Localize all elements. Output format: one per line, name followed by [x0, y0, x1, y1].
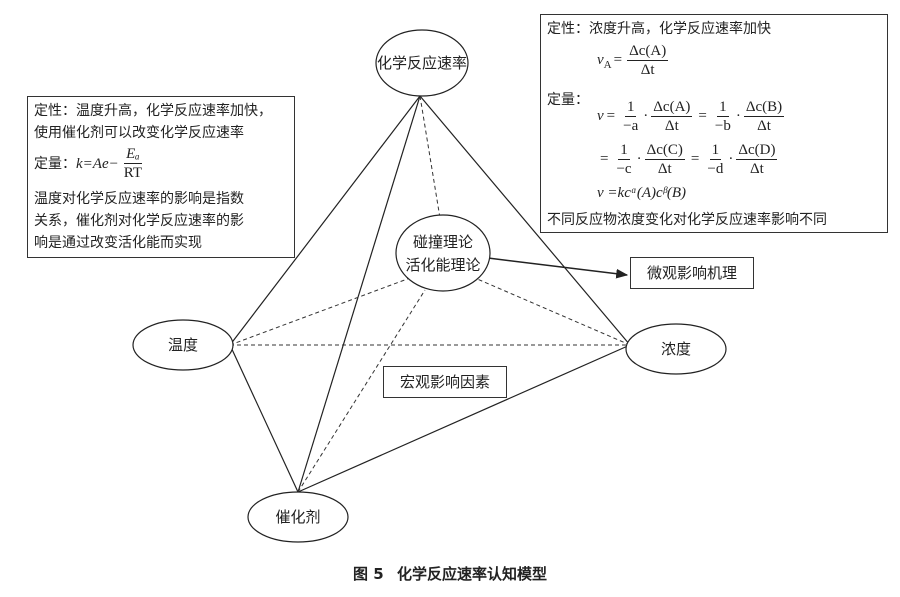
edge-left-bottom [229, 344, 299, 493]
temperature-info-box: 定性：温度升高，化学反应速率加快， 使用催化剂可以改变化学反应速率 定量： k=… [27, 96, 295, 258]
conc-coef-b: 1 −b [713, 98, 733, 135]
node-theory-line1: 碰撞理论 [413, 233, 473, 251]
arrhenius-formula: k=Ae− [76, 155, 119, 172]
edge-top-bottom [297, 95, 421, 493]
conc-vA-den: Δt [640, 62, 655, 78]
conc-coef-c: 1 −c [614, 141, 633, 178]
conc-frac-C-den: Δt [657, 161, 672, 177]
conc-eq-1: = [606, 108, 616, 124]
temp-qual-line1: 定性：温度升高，化学反应速率加快， [34, 103, 272, 119]
macro-factors-box: 宏观影响因素 [383, 366, 507, 398]
node-concentration-label: 浓度 [661, 340, 691, 358]
conc-frac-B-den: Δt [757, 118, 771, 134]
figure-number: 图 5 [353, 565, 384, 583]
edge-left-center-dashed [229, 277, 411, 346]
node-reaction-rate: 化学反应速率 [375, 29, 469, 97]
conc-frac-A-den: Δt [664, 118, 679, 134]
node-catalyst: 催化剂 [247, 491, 349, 543]
conc-dot-3: · [636, 151, 642, 167]
edge-right-center-dashed [474, 277, 631, 346]
conc-rate-law: v =kcᵅ(A)cᵝ(B) [597, 185, 687, 201]
edge-bottom-center-dashed [297, 289, 426, 493]
conc-frac-A-num: Δc(A) [651, 99, 693, 117]
node-temperature: 温度 [132, 319, 234, 371]
conc-coef-a-den: −a [623, 118, 639, 134]
conc-eq-4: = [690, 151, 700, 167]
figure-title: 化学反应速率认知模型 [396, 565, 547, 583]
macro-factors-label: 宏观影响因素 [399, 373, 490, 391]
conc-frac-A: Δc(A) Δt [651, 98, 693, 135]
edge-top-center-dashed [419, 95, 441, 219]
temp-desc-line3: 响是通过改变活化能而实现 [34, 235, 202, 251]
temp-desc-line1: 温度对化学反应速率的影响是指数 [34, 191, 244, 207]
node-concentration: 浓度 [625, 323, 727, 375]
conc-coef-c-num: 1 [618, 142, 630, 160]
temp-desc-line2: 关系，催化剂对化学反应速率的影 [34, 213, 244, 229]
conc-frac-B-num: Δc(B) [743, 99, 785, 117]
conc-v-symbol: v [597, 108, 604, 124]
conc-coef-c-den: −c [616, 161, 632, 177]
arrow-micro-mechanism [487, 257, 629, 279]
conc-vA-eq: = [613, 52, 623, 68]
node-reaction-rate-label: 化学反应速率 [377, 54, 467, 72]
node-catalyst-label: 催化剂 [275, 508, 320, 526]
conc-coef-d-num: 1 [709, 142, 722, 160]
node-theory-line2: 活化能理论 [405, 256, 480, 274]
figure-caption: 图 5 化学反应速率认知模型 [0, 563, 900, 584]
conc-coef-d: 1 −d [705, 141, 725, 178]
conc-coef-b-num: 1 [717, 99, 729, 117]
conc-qual-line: 定性：浓度升高，化学反应速率加快 [547, 21, 771, 37]
conc-vA-subscript: A [603, 58, 612, 71]
conc-eq-2: = [698, 108, 707, 124]
conc-frac-D-den: Δt [750, 161, 764, 177]
temp-quant-label: 定量： [34, 155, 76, 172]
conc-frac-D-num: Δc(D) [736, 142, 778, 160]
conc-vA-fraction: Δc(A) Δt [627, 42, 669, 79]
conc-eq-3: = [600, 151, 609, 167]
edge-right-bottom [297, 344, 631, 493]
node-temperature-label: 温度 [168, 336, 198, 354]
conc-vA-num: Δc(A) [627, 43, 669, 61]
micro-mechanism-box: 微观影响机理 [630, 257, 754, 289]
conc-frac-B: Δc(B) Δt [743, 98, 785, 135]
node-theory: 碰撞理论 活化能理论 [395, 214, 491, 292]
conc-frac-C: Δc(C) Δt [644, 141, 685, 178]
conc-quant-label: 定量： [547, 92, 589, 108]
arrhenius-fraction: Eₐ RT [122, 145, 144, 182]
conc-dot-1: · [643, 108, 649, 124]
conc-vA-symbol: v [597, 52, 604, 68]
arrhenius-numerator: Eₐ [124, 146, 142, 164]
conc-dot-2: · [735, 108, 741, 124]
conc-rate-row1: v = 1 −a · Δc(A) Δt = 1 −b · Δc(B) Δt [597, 98, 787, 135]
conc-frac-D: Δc(D) Δt [736, 141, 778, 178]
conc-coef-a: 1 −a [621, 98, 640, 135]
conc-footer-line: 不同反应物浓度变化对化学反应速率影响不同 [547, 212, 827, 228]
edge-top-right [419, 95, 631, 346]
arrhenius-denominator: RT [123, 165, 143, 181]
temp-quant-row: 定量： k=Ae− Eₐ RT [34, 145, 147, 182]
micro-mechanism-label: 微观影响机理 [646, 264, 737, 282]
conc-frac-C-num: Δc(C) [644, 142, 685, 160]
conc-rate-row2: = 1 −c · Δc(C) Δt = 1 −d · Δc(D) Δt [597, 141, 780, 178]
conc-dot-4: · [728, 151, 734, 167]
temp-qual-line2: 使用催化剂可以改变化学反应速率 [34, 125, 244, 141]
edge-top-left [229, 95, 421, 346]
conc-coef-b-den: −b [714, 118, 731, 134]
conc-coef-d-den: −d [707, 161, 724, 177]
conc-coef-a-num: 1 [624, 99, 637, 117]
